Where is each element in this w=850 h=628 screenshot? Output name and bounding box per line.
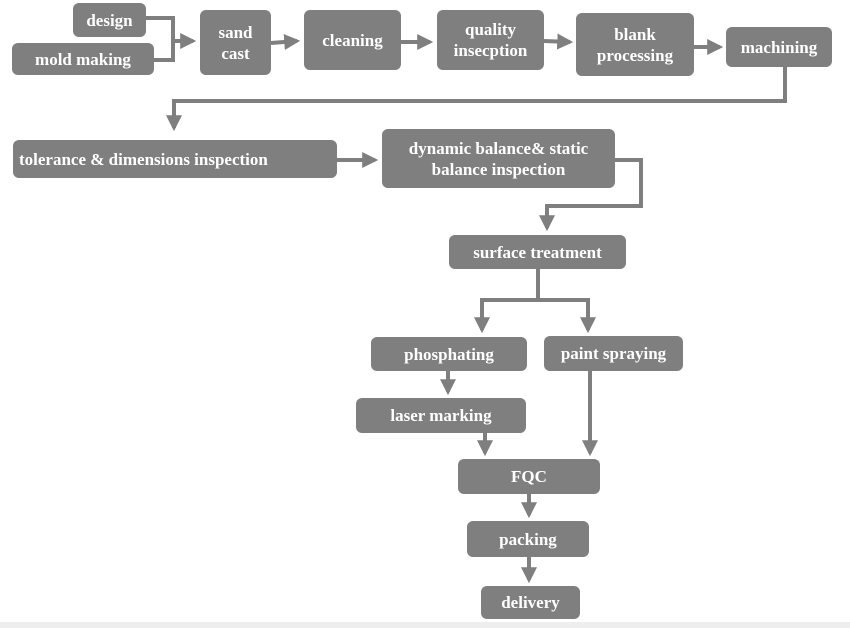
node-delivery: delivery [481, 586, 580, 619]
edge-surface-to-paint [538, 298, 596, 334]
node-cleaning: cleaning [304, 10, 401, 70]
node-packing: packing [467, 521, 589, 557]
edge-sand-cast-to-cleaning [270, 34, 301, 50]
edge-balance-to-surface [539, 158, 643, 232]
edge-quality-to-blank [543, 33, 574, 50]
node-fqc: FQC [458, 459, 600, 494]
bottom-divider [0, 622, 850, 628]
node-surface-treatment: surface treatment [449, 235, 626, 269]
node-laser-marking: laser marking [356, 398, 526, 433]
node-quality-inspection: quality insecption [437, 10, 544, 70]
node-sand-cast: sand cast [200, 10, 271, 75]
node-machining: machining [726, 27, 832, 67]
edge-machining-to-tolerance [166, 67, 787, 132]
node-phosphating: phosphating [371, 337, 527, 371]
node-design: design [73, 3, 146, 37]
edge-surface-to-phosphating [474, 298, 538, 334]
node-balance-inspection: dynamic balance& static balance inspecti… [382, 129, 615, 188]
node-mold-making: mold making [12, 43, 154, 75]
node-blank-processing: blank processing [576, 13, 694, 76]
node-paint-spraying: paint spraying [544, 336, 683, 371]
node-tolerance-inspection: tolerance & dimensions inspection [13, 140, 337, 178]
